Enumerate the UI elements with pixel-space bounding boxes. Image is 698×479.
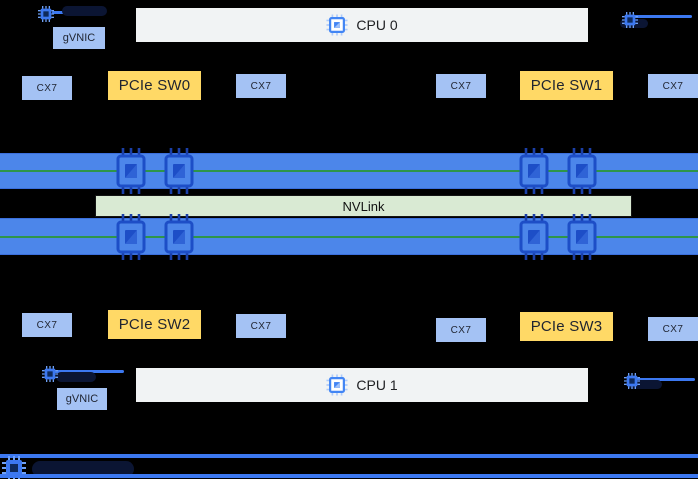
cx7-label: CX7 bbox=[36, 82, 58, 94]
cpu1-box: CPU 1 bbox=[136, 368, 588, 402]
network-rail-line-top bbox=[0, 454, 698, 458]
gpu-chip-icon bbox=[567, 148, 597, 194]
gvnic-box-top: gVNIC bbox=[53, 27, 105, 49]
network-line-bottom-right bbox=[636, 378, 695, 381]
dark-capsule-rail bbox=[32, 461, 134, 477]
nic-chip-icon bbox=[42, 366, 58, 382]
cx7-box-2: CX7 bbox=[236, 74, 286, 98]
gvnic-bottom-label: gVNIC bbox=[65, 393, 99, 405]
gpu-chip-icon bbox=[567, 214, 597, 260]
cx7-label: CX7 bbox=[36, 319, 58, 331]
gpu-chip-icon bbox=[116, 148, 146, 194]
pcie-sw1-label: PCIe SW1 bbox=[530, 77, 603, 94]
dark-capsule-bottom-right bbox=[628, 380, 662, 389]
pcie-sw2-box: PCIe SW2 bbox=[108, 310, 201, 339]
nic-chip-icon bbox=[622, 12, 638, 28]
cx7-box-3: CX7 bbox=[436, 74, 486, 98]
dark-capsule-top-left bbox=[62, 6, 107, 16]
cpu0-label: CPU 0 bbox=[356, 17, 398, 33]
cx7-label: CX7 bbox=[662, 323, 684, 335]
gvnic-box-bottom: gVNIC bbox=[57, 388, 107, 410]
cx7-box-5: CX7 bbox=[22, 313, 72, 337]
cx7-box-7: CX7 bbox=[436, 318, 486, 342]
nvlink-line-bottom bbox=[0, 236, 698, 238]
gpu-chip-icon bbox=[519, 148, 549, 194]
cx7-box-6: CX7 bbox=[236, 314, 286, 338]
pcie-sw0-label: PCIe SW0 bbox=[118, 77, 191, 94]
cpu-chip-icon bbox=[326, 14, 348, 36]
cx7-box-4: CX7 bbox=[648, 74, 698, 98]
cx7-box-8: CX7 bbox=[648, 317, 698, 341]
cx7-label: CX7 bbox=[662, 80, 684, 92]
nvlink-line-top bbox=[0, 170, 698, 172]
gpu-chip-icon bbox=[164, 148, 194, 194]
gvnic-top-label: gVNIC bbox=[62, 32, 96, 44]
cx7-box-1: CX7 bbox=[22, 76, 72, 100]
pcie-sw3-box: PCIe SW3 bbox=[520, 312, 613, 341]
gpu-chip-icon bbox=[116, 214, 146, 260]
pcie-sw2-label: PCIe SW2 bbox=[118, 316, 191, 333]
network-rail-line-bottom bbox=[0, 474, 698, 478]
cx7-label: CX7 bbox=[250, 80, 272, 92]
cx7-label: CX7 bbox=[450, 80, 472, 92]
cx7-label: CX7 bbox=[450, 324, 472, 336]
nic-chip-icon bbox=[38, 6, 54, 22]
pcie-sw0-box: PCIe SW0 bbox=[108, 71, 201, 100]
pcie-sw3-label: PCIe SW3 bbox=[530, 318, 603, 335]
nic-chip-icon bbox=[2, 456, 26, 479]
cpu0-box: CPU 0 bbox=[136, 8, 588, 42]
dark-capsule-bottom-left bbox=[56, 372, 96, 382]
cx7-label: CX7 bbox=[250, 320, 272, 332]
nvlink-label: NVLink bbox=[342, 198, 385, 214]
network-line-bottom-left bbox=[54, 370, 124, 373]
gpu-chip-icon bbox=[519, 214, 549, 260]
nic-chip-icon bbox=[624, 373, 640, 389]
network-line-top-right bbox=[634, 15, 692, 18]
gpu-chip-icon bbox=[164, 214, 194, 260]
cpu-chip-icon bbox=[326, 374, 348, 396]
pcie-sw1-box: PCIe SW1 bbox=[520, 71, 613, 100]
cpu1-label: CPU 1 bbox=[356, 377, 398, 393]
nvlink-bar: NVLink bbox=[95, 195, 632, 217]
